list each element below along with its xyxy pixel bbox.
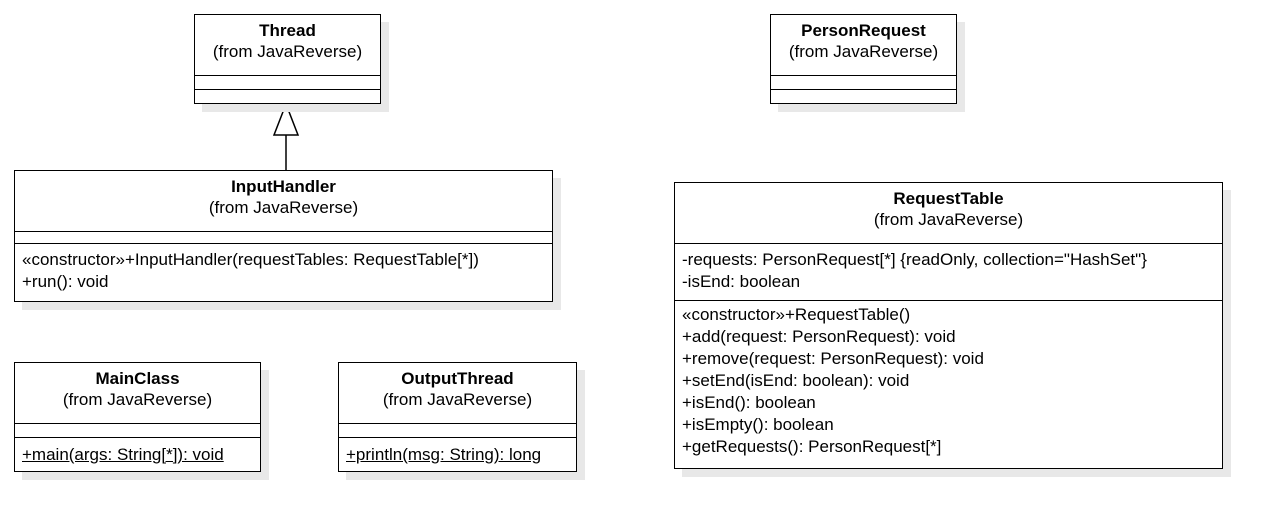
operation: «constructor»+InputHandler(requestTables… bbox=[22, 250, 479, 269]
operation: «constructor»+RequestTable() bbox=[682, 305, 911, 324]
operation: +add(request: PersonRequest): void bbox=[682, 327, 956, 346]
inheritance-arrowhead bbox=[272, 101, 300, 136]
class-package: (from JavaReverse) bbox=[212, 42, 363, 61]
attributes-section bbox=[339, 423, 576, 437]
operation: +run(): void bbox=[22, 272, 109, 291]
class-package: (from JavaReverse) bbox=[208, 198, 359, 217]
operations-section bbox=[195, 89, 380, 103]
class-input-handler[interactable]: InputHandler (from JavaReverse) «constru… bbox=[14, 170, 553, 302]
operation: +getRequests(): PersonRequest[*] bbox=[682, 437, 942, 456]
operation: +main(args: String[*]): void bbox=[22, 445, 224, 464]
class-output-thread[interactable]: OutputThread (from JavaReverse) +println… bbox=[338, 362, 577, 472]
operation: +setEnd(isEnd: boolean): void bbox=[682, 371, 910, 390]
attribute: -isEnd: boolean bbox=[682, 272, 801, 291]
class-package: (from JavaReverse) bbox=[62, 390, 213, 409]
attributes-section bbox=[15, 423, 260, 437]
attributes-section bbox=[195, 75, 380, 89]
class-package: (from JavaReverse) bbox=[382, 390, 533, 409]
attribute: -requests: PersonRequest[*] {readOnly, c… bbox=[682, 250, 1147, 269]
attributes-section: -requests: PersonRequest[*] {readOnly, c… bbox=[675, 243, 1222, 300]
operations-section bbox=[771, 89, 956, 103]
class-package: (from JavaReverse) bbox=[788, 42, 939, 61]
operation: +isEmpty(): boolean bbox=[682, 415, 834, 434]
class-person-request[interactable]: PersonRequest (from JavaReverse) bbox=[770, 14, 957, 104]
operation: +remove(request: PersonRequest): void bbox=[682, 349, 984, 368]
operations-section: +main(args: String[*]): void bbox=[15, 437, 260, 466]
operations-section: «constructor»+RequestTable() +add(reques… bbox=[675, 300, 1222, 458]
operation: +isEnd(): boolean bbox=[682, 393, 816, 412]
attributes-section bbox=[771, 75, 956, 89]
class-name: MainClass bbox=[95, 369, 180, 388]
class-name: PersonRequest bbox=[801, 21, 926, 40]
operations-section: +println(msg: String): long bbox=[339, 437, 576, 466]
operations-section: «constructor»+InputHandler(requestTables… bbox=[15, 243, 552, 293]
class-name: RequestTable bbox=[893, 189, 1004, 208]
class-package: (from JavaReverse) bbox=[873, 210, 1024, 229]
class-name: InputHandler bbox=[231, 177, 336, 196]
class-name: Thread bbox=[259, 21, 316, 40]
class-main-class[interactable]: MainClass (from JavaReverse) +main(args:… bbox=[14, 362, 261, 472]
class-name: OutputThread bbox=[401, 369, 514, 388]
class-request-table[interactable]: RequestTable (from JavaReverse) -request… bbox=[674, 182, 1223, 469]
attributes-section bbox=[15, 231, 552, 243]
operation: +println(msg: String): long bbox=[346, 445, 542, 464]
class-thread[interactable]: Thread (from JavaReverse) bbox=[194, 14, 381, 104]
